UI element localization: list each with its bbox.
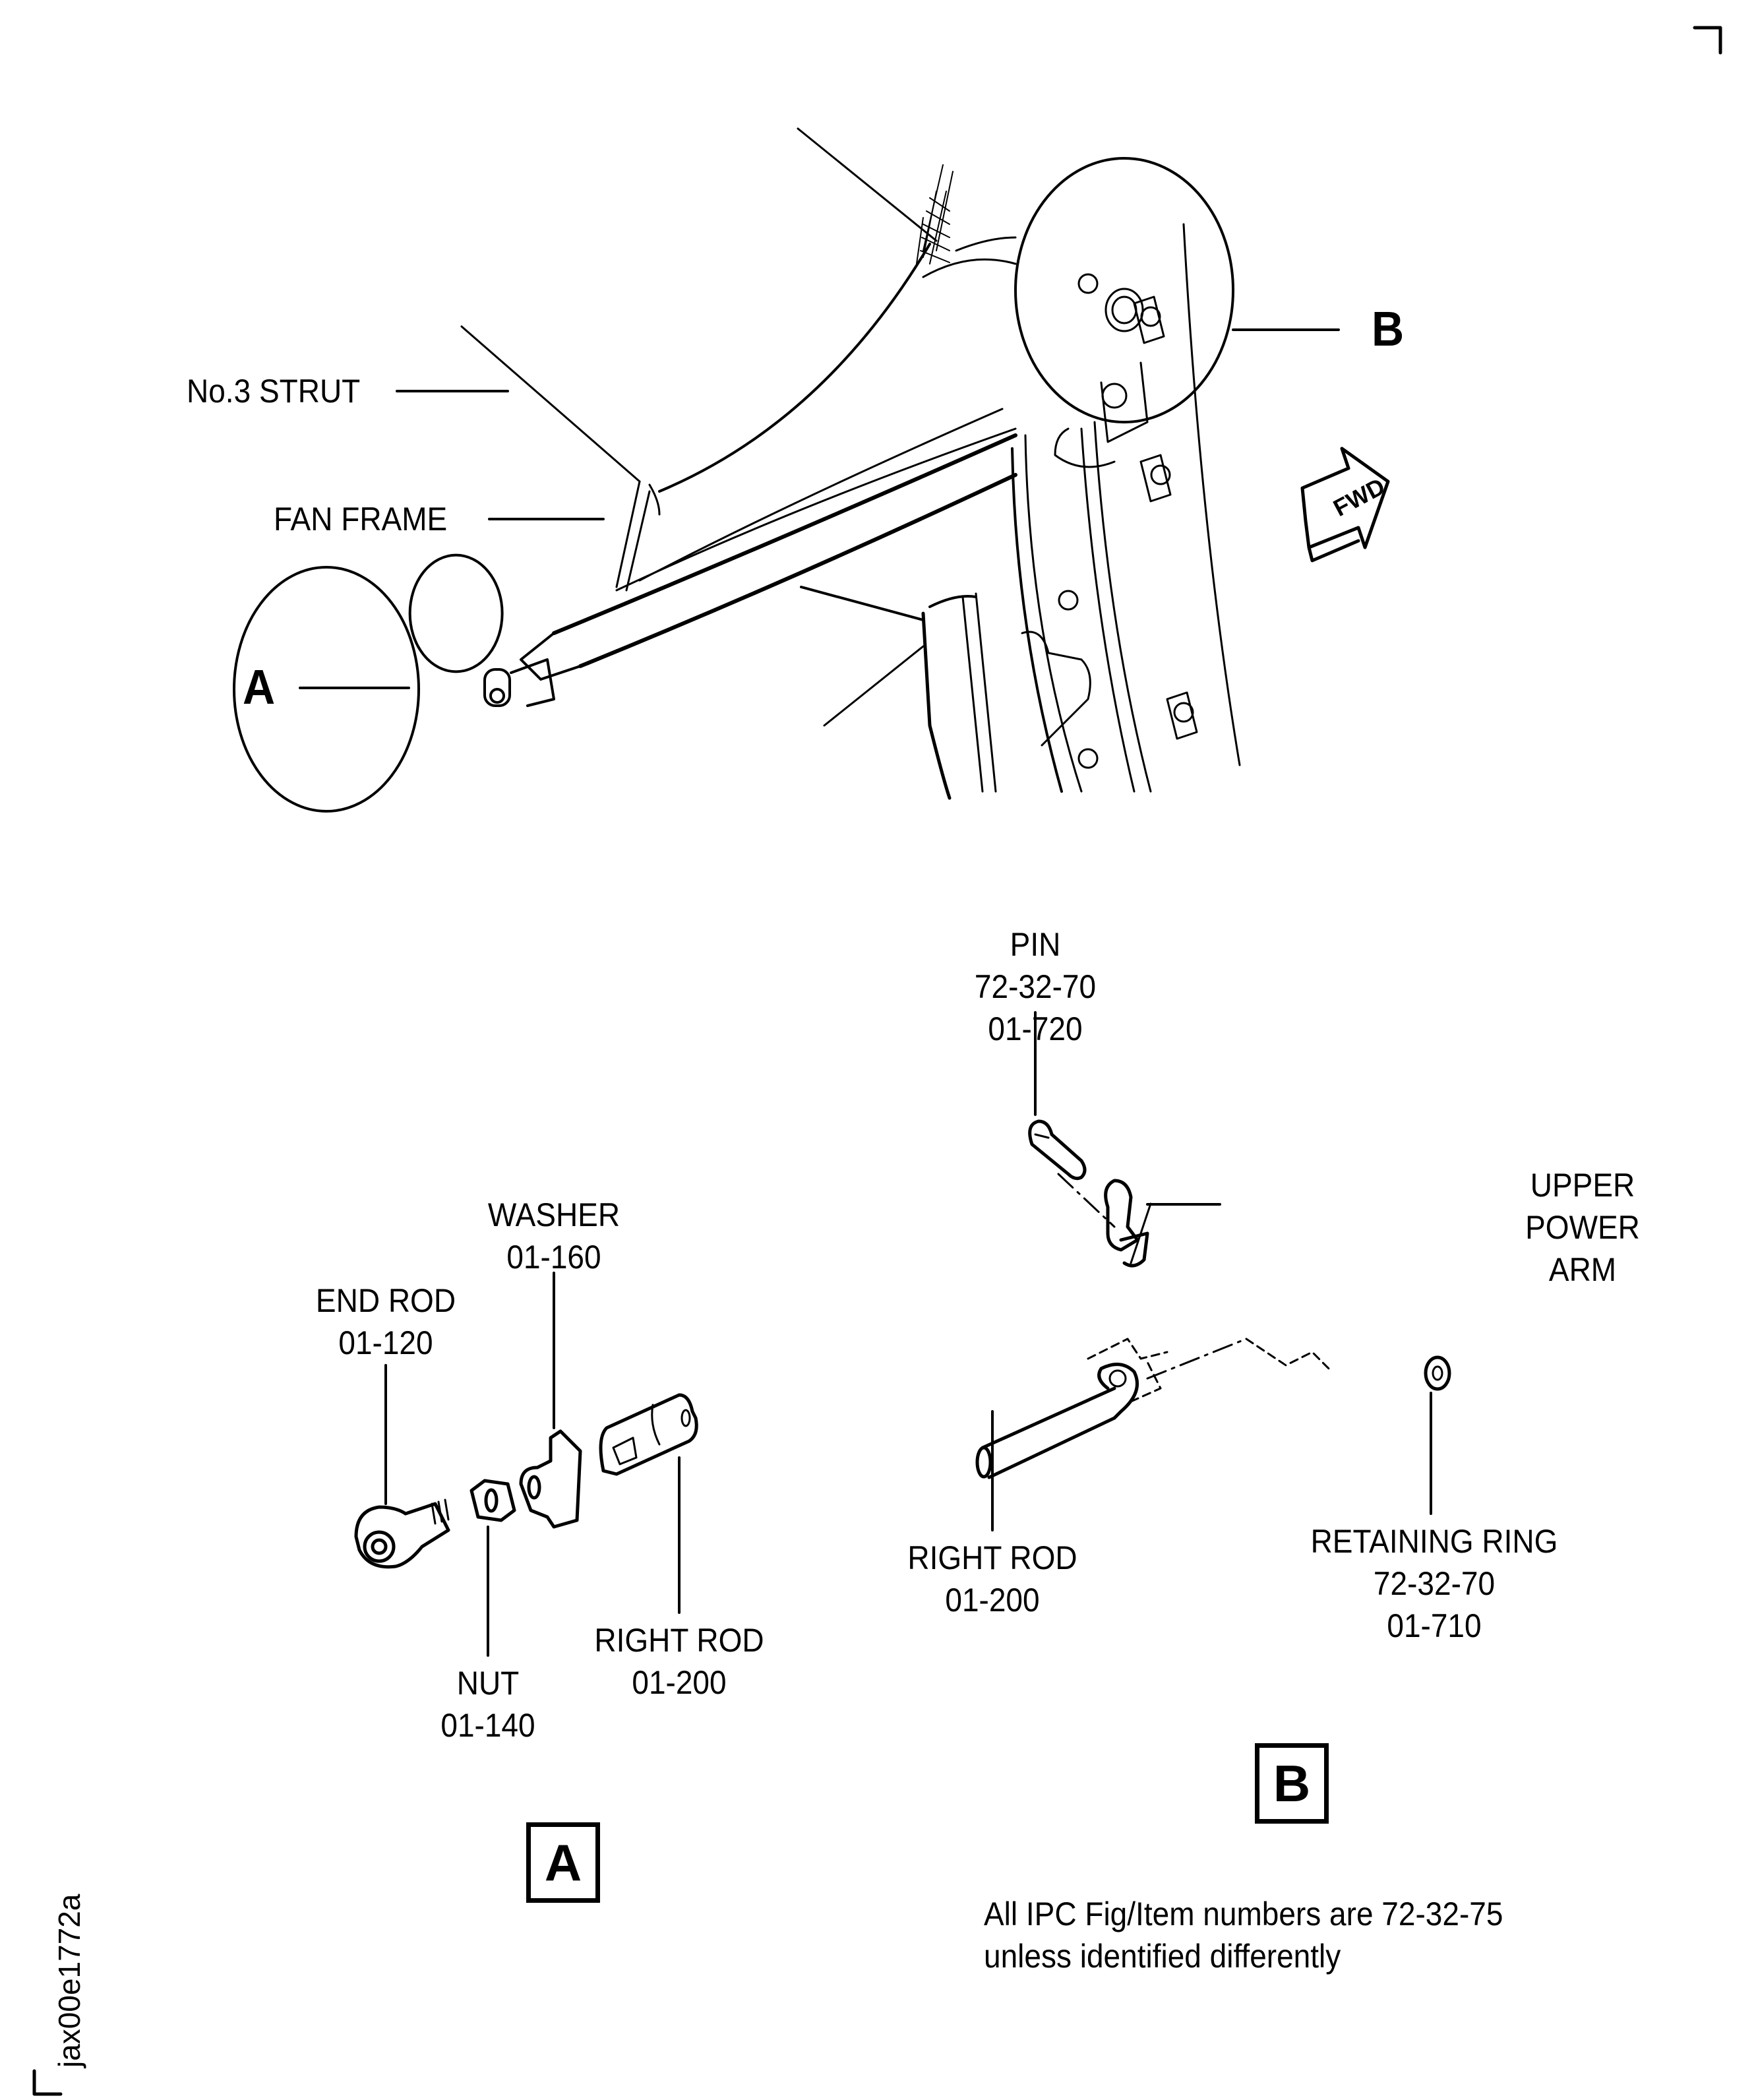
callout-detail-b: B <box>1372 301 1405 356</box>
part-name: END ROD <box>315 1282 456 1319</box>
ipc-note: All IPC Fig/Item numbers are 72-32-75 un… <box>984 1893 1503 1977</box>
end-rod <box>354 1502 450 1569</box>
part-name: WASHER <box>487 1196 621 1233</box>
part-item: 01-200 <box>945 1582 1040 1619</box>
nut <box>469 1479 516 1522</box>
overview-leader-lines <box>396 390 605 520</box>
detail-a-circle <box>233 566 420 813</box>
detail-b-drawing <box>975 1119 1451 1479</box>
part-item: 01-200 <box>632 1664 727 1701</box>
part-name-line: POWER <box>1525 1209 1640 1246</box>
right-rod-piece <box>599 1393 698 1476</box>
crop-mark-bottom-left <box>32 2069 63 2096</box>
upper-power-arm <box>1104 1179 1139 1252</box>
detail-b-circle <box>1014 157 1234 423</box>
part-upper-power-arm: UPPER POWER ARM <box>1503 1164 1661 1291</box>
part-item: 01-720 <box>988 1010 1083 1047</box>
part-fig: 72-32-70 <box>1373 1565 1496 1602</box>
engine-overview-drawing <box>233 127 1390 813</box>
part-name-line: ARM <box>1548 1251 1617 1288</box>
right-rod-b <box>981 1386 1116 1479</box>
part-name: PIN <box>1010 926 1061 963</box>
part-right-rod-b: RIGHT ROD 01-200 <box>895 1537 1089 1621</box>
part-item: 01-140 <box>440 1707 535 1744</box>
part-right-rod-a: RIGHT ROD 01-200 <box>582 1619 776 1704</box>
part-item: 01-710 <box>1387 1607 1482 1644</box>
part-retaining-ring: RETAINING RING 72-32-70 01-710 <box>1304 1520 1565 1647</box>
part-name-line: UPPER <box>1530 1167 1635 1204</box>
part-item: 01-120 <box>338 1324 433 1361</box>
fwd-arrow-icon <box>1300 447 1390 563</box>
detail-a-leader-lines <box>384 1272 681 1657</box>
part-washer: WASHER 01-160 <box>469 1194 639 1278</box>
callout-detail-a: A <box>243 660 276 714</box>
washer <box>519 1429 582 1529</box>
part-name: RIGHT ROD <box>907 1539 1077 1576</box>
part-name: RIGHT ROD <box>594 1622 764 1659</box>
detail-b-title-box: B <box>1255 1743 1329 1824</box>
part-pin: PIN 72-32-70 01-720 <box>956 923 1114 1050</box>
detail-b-leader-lines <box>991 1011 1432 1531</box>
part-end-rod: END ROD 01-120 <box>307 1280 464 1364</box>
part-item: 01-160 <box>506 1239 601 1276</box>
ipc-note-line-1: All IPC Fig/Item numbers are 72-32-75 <box>984 1896 1503 1932</box>
detail-a-title-box: A <box>526 1822 600 1903</box>
retaining-ring <box>1424 1355 1451 1391</box>
pin <box>1028 1119 1087 1181</box>
crop-mark-top-right <box>1693 26 1722 55</box>
detail-a-drawing <box>354 1393 698 1569</box>
part-name: RETAINING RING <box>1310 1523 1558 1560</box>
figure-id: jax00e1772a <box>52 1894 86 2068</box>
part-name: NUT <box>456 1665 520 1702</box>
ipc-note-line-2: unless identified differently <box>984 1938 1341 1975</box>
part-nut: NUT 01-140 <box>421 1662 555 1746</box>
label-fan-frame: FAN FRAME <box>274 501 448 538</box>
label-no3-strut: No.3 STRUT <box>187 373 361 410</box>
part-fig: 72-32-70 <box>974 968 1097 1005</box>
